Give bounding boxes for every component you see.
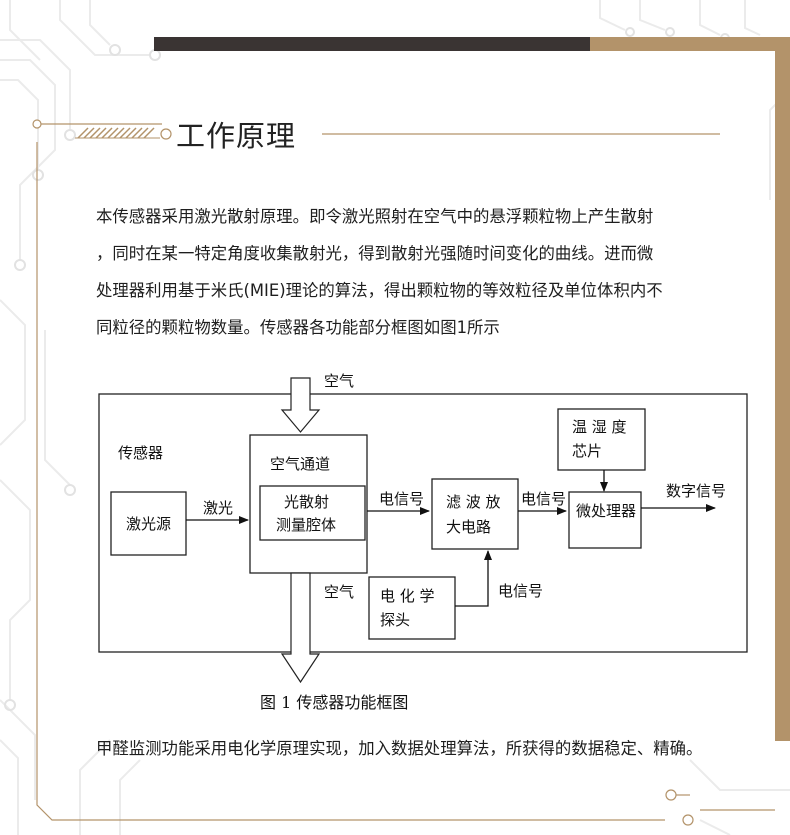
laser-label: 激光 [203,499,233,517]
temp-humidity-label-1: 温 湿 度 [572,418,627,436]
intro-line: 本传感器采用激光散射原理。即令激光照射在空气中的悬浮颗粒物上产生散射 [96,207,654,226]
filter-amp-label-1: 滤 波 放 [446,493,501,511]
chem-signal-arrow [455,550,492,607]
filter-amp-box [431,478,519,550]
air-outlet-label: 空气 [324,583,354,601]
microprocessor-box [568,491,642,549]
temp-humidity-box [557,408,646,471]
digital-signal-label: 数字信号 [666,482,726,500]
scatter-chamber-label-1: 光散射 [284,493,329,511]
sensor-outer-box [98,393,748,653]
air-inlet-arrow [280,377,321,433]
scatter-chamber-label-2: 测量腔体 [276,516,336,534]
air-channel-label: 空气通道 [270,455,330,473]
intro-line: 处理器利用基于米氏(MIE)理论的算法，得出颗粒物的等效粒径及单位体积内不 [96,281,663,300]
sensor-block-diagram: 传感器 空气 空气通道 光散射 测量腔体 激光源 激光 电信号 滤 波 放 大电… [98,372,748,712]
air-inlet-label: 空气 [324,372,354,390]
filter-amp-label-2: 大电路 [446,518,491,536]
intro-line: ，同时在某一特定角度收集散射光，得到散射光强随时间变化的曲线。进而微 [96,244,654,263]
formaldehyde-note: 甲醛监测功能采用电化学原理实现，加入数据处理算法，所获得的数据稳定、精确。 [96,739,703,758]
temp-humidity-label-2: 芯片 [572,442,602,460]
top-dark-bar [154,37,590,51]
intro-paragraph: 本传感器采用激光散射原理。即令激光照射在空气中的悬浮颗粒物上产生散射 ，同时在某… [96,198,746,346]
air-outlet-arrow [280,572,321,684]
diagram-caption: 图 1 传感器功能框图 [260,693,408,712]
scatter-chamber-box [259,485,366,541]
microprocessor-label: 微处理器 [576,502,636,520]
laser-source-box [110,491,187,556]
signal-label-3: 电信号 [498,582,543,600]
intro-line: 同粒径的颗粒物数量。传感器各功能部分框图如图1所示 [96,318,500,337]
signal-label-1: 电信号 [379,490,424,508]
top-gold-bar [590,37,790,51]
right-gold-bar [775,51,790,741]
chem-probe-box [368,576,456,640]
signal-label-2: 电信号 [521,490,566,508]
chem-probe-label-1: 电 化 学 [380,587,435,605]
laser-source-label: 激光源 [126,515,171,533]
chem-probe-label-2: 探头 [380,611,410,629]
section-title: 工作原理 [176,119,297,153]
sensor-label: 传感器 [118,444,163,462]
